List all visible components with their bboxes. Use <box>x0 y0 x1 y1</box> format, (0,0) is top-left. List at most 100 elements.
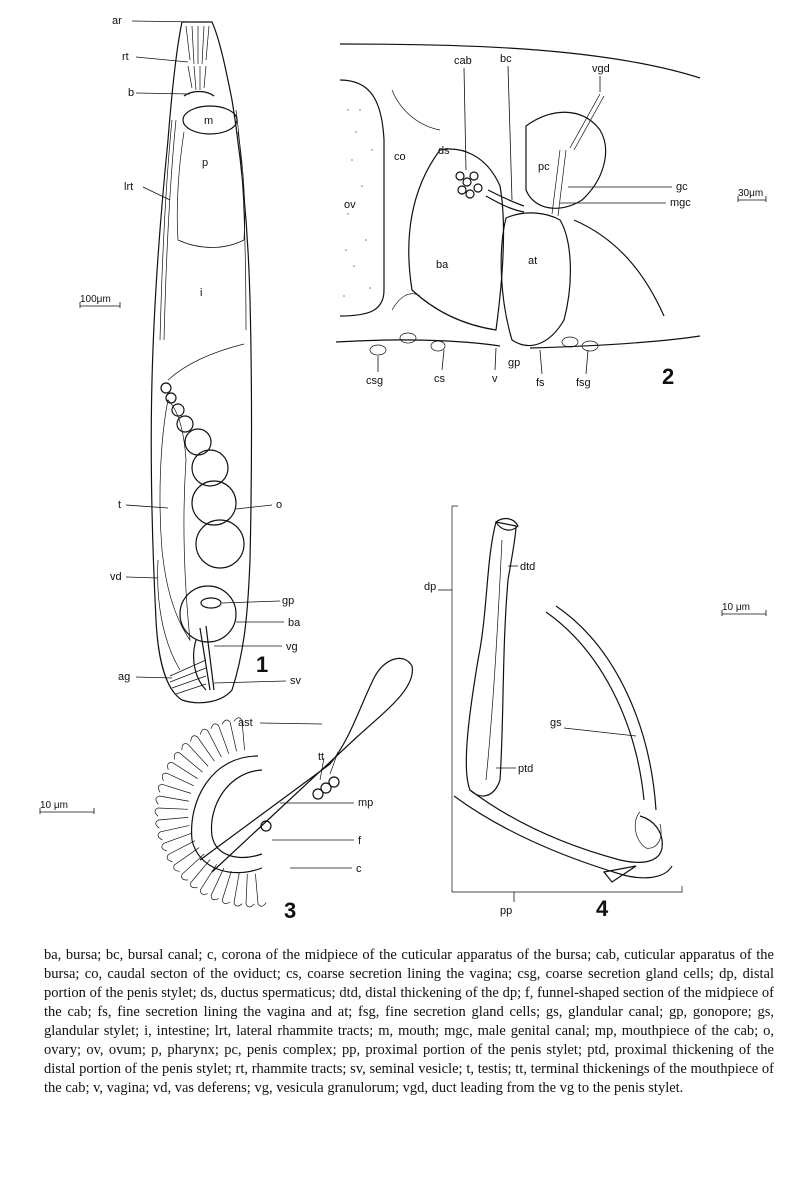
fig2-label-fs: fs <box>536 377 545 389</box>
fig2-label-csg: csg <box>366 375 383 387</box>
fig4-arrowhead <box>602 865 637 883</box>
figure-2: cab bc vgd co ds pc gc mgc ov ba at gp c… <box>335 43 767 389</box>
fig1-gonopore <box>200 597 222 609</box>
fig1-number: 1 <box>256 652 268 677</box>
fig1-vas-deferens <box>157 559 181 671</box>
fig3-corona-spine <box>245 873 255 908</box>
fig4-stylet-tip <box>634 811 662 849</box>
fig3-label-f: f <box>358 835 362 847</box>
fig1-leader-gp <box>221 600 281 604</box>
fig2-gland-cells <box>369 332 599 356</box>
figure-1: ar rt b m p lrt i t o vd gp ba vg ag sv … <box>79 15 302 704</box>
fig3-corona-spine <box>161 772 194 787</box>
fig4-proximal-underside <box>453 795 673 879</box>
fig3-label-c: c <box>356 863 362 875</box>
fig2-number: 2 <box>662 364 674 389</box>
fig2-leader-v <box>494 347 497 371</box>
fig3-label-mp: mp <box>358 797 373 809</box>
fig1-label-p: p <box>202 157 208 169</box>
fig2-leader-cab <box>463 67 467 171</box>
fig4-number: 4 <box>596 896 609 921</box>
fig3-funnel <box>190 755 263 874</box>
fig3-corona-spine <box>221 871 232 904</box>
fig4-dp-bracket <box>451 505 458 892</box>
fig3-corona-spine <box>181 743 209 767</box>
fig1-scale-label: 100μm <box>80 294 111 305</box>
fig4-inner-line <box>485 539 503 781</box>
fig1-label-vg: vg <box>286 641 298 653</box>
fig1-testis <box>159 399 191 642</box>
fig1-rhammite-tracts <box>185 25 210 91</box>
fig1-label-ba: ba <box>288 617 301 629</box>
fig2-cuticular-apparatus <box>455 171 483 199</box>
fig3-corona-spine <box>158 783 191 794</box>
fig4-label-dtd: dtd <box>520 561 535 573</box>
fig1-lateral-rhammite-tracts <box>159 109 247 341</box>
fig3-corona-spine <box>167 762 198 779</box>
fig3-corona-spine <box>200 728 222 758</box>
fig2-label-at: at <box>528 255 537 267</box>
fig3-corona-spine <box>154 807 189 817</box>
fig3-corona-spine <box>157 825 190 841</box>
fig1-leader-lrt <box>142 186 171 201</box>
fig2-label-cs: cs <box>434 373 446 385</box>
fig1-label-t: t <box>118 499 121 511</box>
fig2-leader-cs <box>441 349 445 371</box>
fig3-corona-spine <box>155 817 189 829</box>
fig3-corona-spine <box>173 752 203 773</box>
fig4-proximal-portion <box>469 789 663 863</box>
fig1-leader-vd <box>125 576 159 579</box>
fig1-leader-t <box>125 504 169 509</box>
fig3-corona-spine <box>181 853 205 881</box>
fig2-caudal-oviduct <box>391 89 441 311</box>
fig1-leader-rt <box>135 56 189 63</box>
fig3-corona-spine <box>161 832 192 852</box>
fig2-label-gc: gc <box>676 181 688 193</box>
fig3-corona-spine <box>221 719 237 752</box>
fig1-label-ag: ag <box>118 671 130 683</box>
fig4-leader-gs <box>563 727 637 737</box>
fig1-label-lrt: lrt <box>124 181 133 193</box>
fig2-label-bc: bc <box>500 53 512 65</box>
fig2-label-vgd: vgd <box>592 63 610 75</box>
figure-plate: ar rt b m p lrt i t o vd gp ba vg ag sv … <box>39 15 767 923</box>
fig3-corona-spine <box>210 868 225 901</box>
fig3-scale-label: 10 μm <box>40 800 68 811</box>
figure-4: dp dtd gs ptd pp 4 10 μm <box>424 505 767 921</box>
fig4-label-dp: dp <box>424 581 436 593</box>
fig1-leader-sv <box>213 680 287 684</box>
fig2-label-mgc: mgc <box>670 197 691 209</box>
fig1-intestine-outline <box>167 343 245 381</box>
fig2-glandular-canal <box>551 93 605 217</box>
fig2-leader-bc <box>507 65 513 201</box>
fig2-scale-bar <box>737 196 767 202</box>
fig3-leader-ast <box>259 722 323 725</box>
fig1-scale-bar <box>79 302 121 308</box>
fig1-label-i: i <box>200 287 202 299</box>
fig2-atrium-wall <box>573 219 665 317</box>
fig4-scale-label: 10 μm <box>722 602 750 613</box>
fig2-ventral-epidermis <box>335 335 701 349</box>
fig2-label-pc: pc <box>538 161 550 173</box>
fig3-corona <box>154 717 267 908</box>
fig1-leader-b <box>135 92 191 95</box>
fig2-atrium <box>500 212 571 347</box>
figure-3: ast tt mp f c 3 10 μm <box>39 657 413 923</box>
fig2-label-v: v <box>492 373 498 385</box>
fig2-label-ds: ds <box>438 145 450 157</box>
fig3-label-tt: tt <box>318 751 324 763</box>
fig3-label-ast: ast <box>238 717 253 729</box>
fig2-bursa <box>408 148 505 331</box>
fig4-label-pp: pp <box>500 905 512 917</box>
fig1-label-m: m <box>204 115 213 127</box>
fig3-corona-spine <box>166 840 196 862</box>
fig2-label-fsg: fsg <box>576 377 591 389</box>
fig1-label-b: b <box>128 87 134 99</box>
fig2-leader-fsg <box>585 349 589 375</box>
fig3-terminal-thickening-lines <box>319 751 339 781</box>
fig2-leader-fs <box>539 349 543 375</box>
fig2-body-wall <box>339 43 701 79</box>
fig3-corona-spine <box>190 735 215 762</box>
fig3-corona-spine <box>173 847 200 872</box>
fig4-label-gs: gs <box>550 717 562 729</box>
